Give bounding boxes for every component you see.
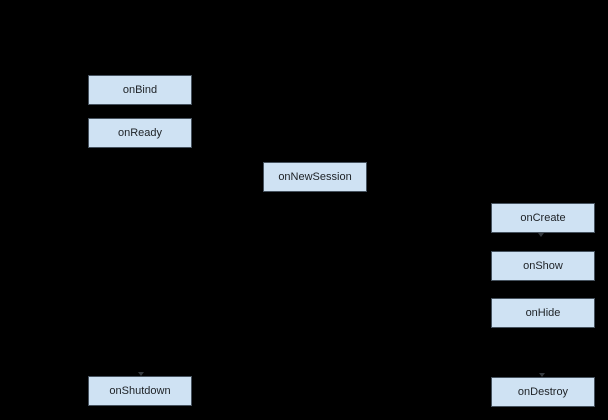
node-label-onshutdown: onShutdown	[109, 384, 171, 397]
lifecycle-node-oncreate: onCreate	[491, 203, 595, 233]
lifecycle-node-ondestroy: onDestroy	[491, 377, 595, 407]
arrowhead-icon	[138, 372, 144, 376]
lifecycle-node-onbind: onBind	[88, 75, 192, 105]
lifecycle-node-onnewsession: onNewSession	[263, 162, 367, 192]
node-label-ondestroy: onDestroy	[517, 385, 569, 398]
node-label-onbind: onBind	[122, 83, 158, 96]
node-label-onnewsession: onNewSession	[278, 170, 352, 183]
node-label-onshow: onShow	[523, 259, 563, 272]
node-label-onready: onReady	[117, 126, 163, 139]
arrowhead-icon	[539, 373, 545, 377]
arrowhead-icon	[538, 233, 544, 237]
lifecycle-node-onshow: onShow	[491, 251, 595, 281]
lifecycle-node-onready: onReady	[88, 118, 192, 148]
node-label-oncreate: onCreate	[520, 211, 566, 224]
lifecycle-node-onhide: onHide	[491, 298, 595, 328]
lifecycle-node-onshutdown: onShutdown	[88, 376, 192, 406]
node-label-onhide: onHide	[525, 306, 561, 319]
